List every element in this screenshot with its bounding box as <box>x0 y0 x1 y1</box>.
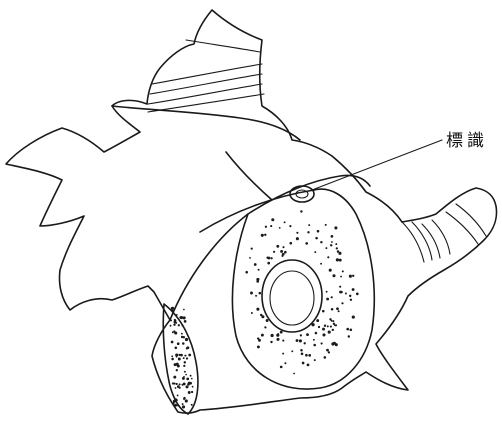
marker-oval-inner <box>296 190 308 198</box>
shell-outline <box>6 10 497 414</box>
callout-label: 標識 <box>446 131 488 151</box>
callout-leader-line <box>312 140 442 190</box>
